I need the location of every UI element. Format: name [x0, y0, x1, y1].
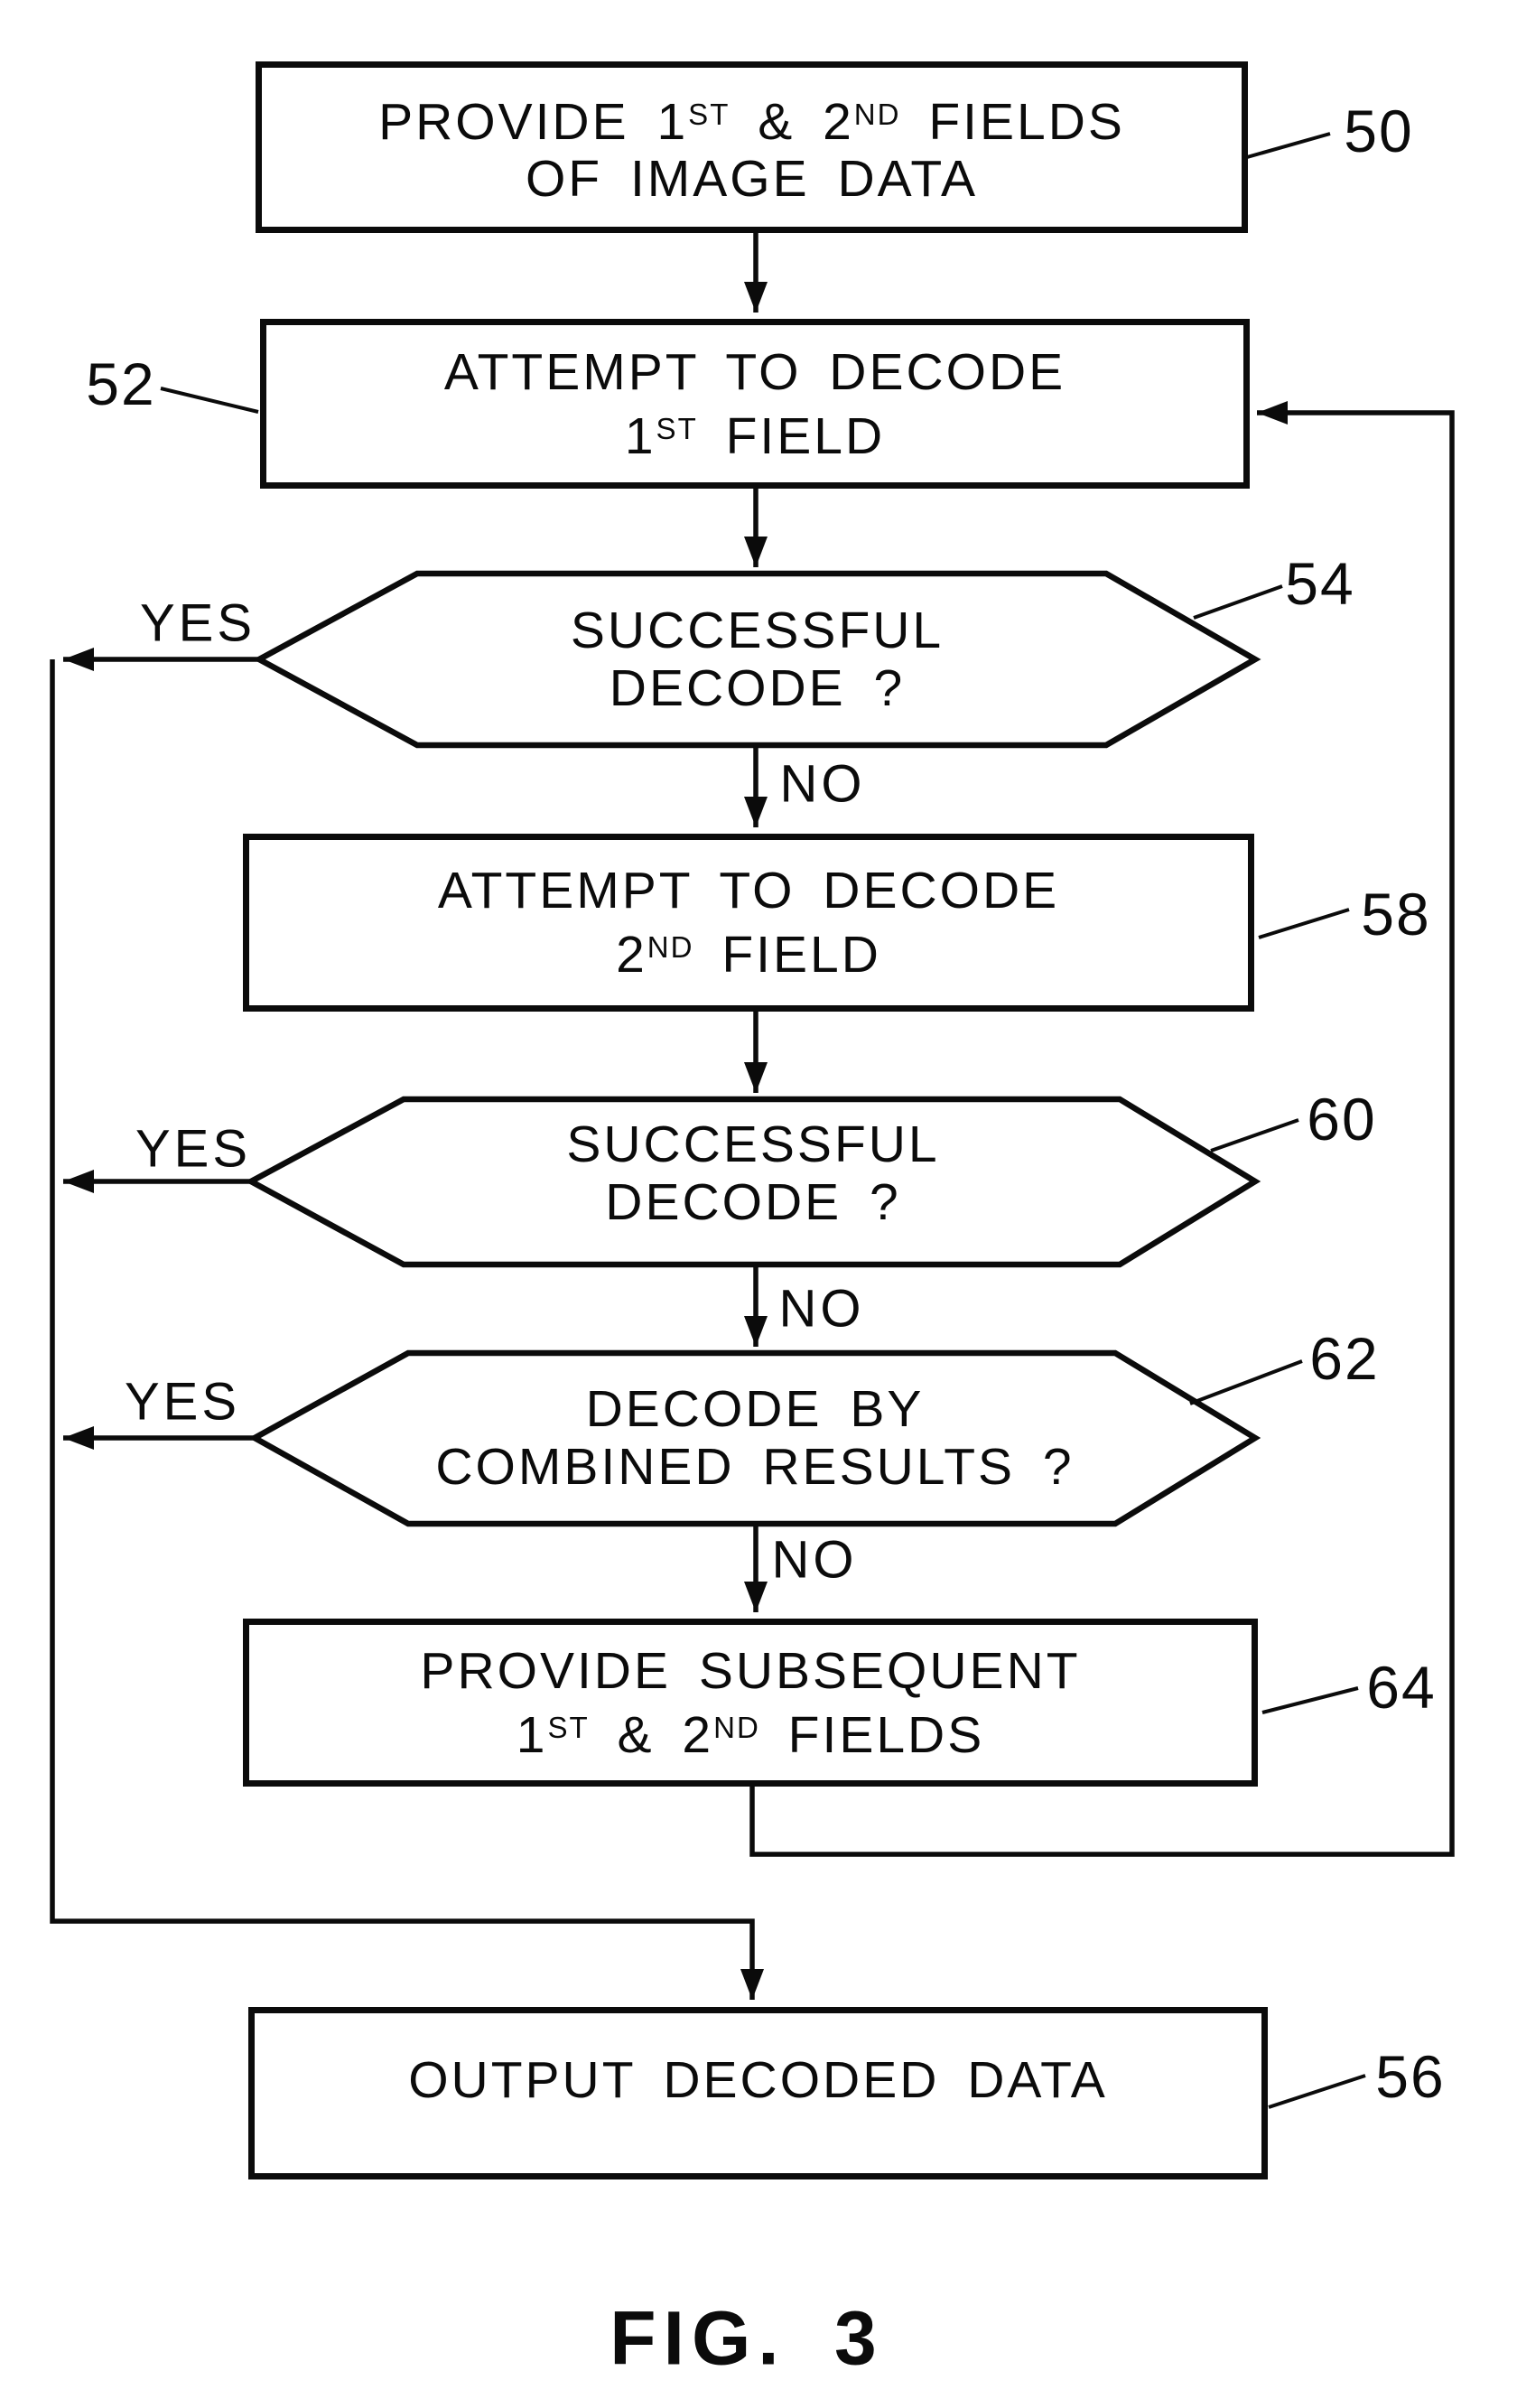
hex-successful-decode-2-text: SUCCESSFUL DECODE ?	[251, 1104, 1255, 1259]
box-attempt-decode-1st: ATTEMPT TO DECODE 1ST FIELD	[260, 319, 1250, 489]
ref-numeral-56: 56	[1375, 2043, 1446, 2110]
hex62-line1: DECODE BY	[585, 1380, 925, 1438]
box-output-decoded-data: OUTPUT DECODED DATA	[248, 2007, 1268, 2179]
box-provide-subsequent-line1: PROVIDE SUBSEQUENT	[420, 1641, 1081, 1700]
loop-box64-to-box52	[749, 401, 1455, 1857]
box-attempt-decode-2nd-line1: ATTEMPT TO DECODE	[437, 862, 1060, 920]
hexagon-successful-decode-2	[245, 1096, 1261, 1268]
box-attempt-decode-1st-line1: ATTEMPT TO DECODE	[443, 342, 1066, 401]
box-attempt-decode-2nd: ATTEMPT TO DECODE 2ND FIELD	[243, 834, 1254, 1012]
leader-ref-62	[1189, 1359, 1303, 1405]
ref-numeral-64: 64	[1366, 1654, 1437, 1721]
label-yes-hex60: YES	[135, 1119, 252, 1179]
leader-ref-50	[1233, 132, 1331, 163]
leader-ref-56	[1268, 2074, 1366, 2109]
box-provide-subsequent-fields: PROVIDE SUBSEQUENT 1ST & 2ND FIELDS	[243, 1619, 1258, 1787]
label-no-hex60: NO	[778, 1279, 865, 1339]
leader-ref-60	[1210, 1118, 1299, 1153]
hex-successful-decode-1-text: SUCCESSFUL DECODE ?	[259, 578, 1255, 741]
label-no-hex62: NO	[771, 1530, 858, 1590]
ref-numeral-50: 50	[1344, 98, 1414, 164]
hex54-line1: SUCCESSFUL	[570, 602, 945, 659]
box-output-decoded-data-line1: OUTPUT DECODED DATA	[408, 2050, 1108, 2109]
ref-numeral-52: 52	[86, 350, 156, 417]
leader-ref-52	[160, 387, 259, 414]
hexagon-decode-by-combined-results	[248, 1349, 1261, 1527]
box-provide-subsequent-line2: 1ST & 2ND FIELDS	[516, 1705, 985, 1764]
ref-numeral-54: 54	[1285, 550, 1355, 617]
figure-caption: FIG. 3	[610, 2295, 884, 2381]
hexagon-successful-decode-1	[253, 570, 1261, 749]
hex-combined-results-text: DECODE BY COMBINED RESULTS ?	[255, 1357, 1255, 1519]
box-provide-fields-line1: PROVIDE 1ST & 2ND FIELDS	[378, 92, 1125, 151]
leader-ref-54	[1193, 584, 1283, 620]
box-provide-fields: PROVIDE 1ST & 2ND FIELDS OF IMAGE DATA	[256, 61, 1248, 233]
ref-numeral-60: 60	[1307, 1086, 1377, 1153]
label-yes-hex62: YES	[124, 1372, 241, 1432]
ref-numeral-58: 58	[1361, 881, 1431, 947]
hex54-line2: DECODE ?	[609, 659, 906, 717]
yes-rail-to-box56	[50, 659, 764, 2000]
hex60-line1: SUCCESSFUL	[566, 1115, 940, 1173]
ref-numeral-62: 62	[1309, 1325, 1380, 1392]
leader-ref-64	[1261, 1686, 1359, 1714]
label-no-hex54: NO	[779, 754, 866, 814]
box-provide-fields-line2: OF IMAGE DATA	[525, 150, 979, 209]
box-attempt-decode-1st-line2: 1ST FIELD	[624, 406, 886, 465]
hex60-line2: DECODE ?	[605, 1173, 901, 1231]
hex62-line2: COMBINED RESULTS ?	[435, 1438, 1075, 1496]
leader-ref-58	[1258, 908, 1350, 939]
label-yes-hex54: YES	[139, 593, 256, 653]
box-attempt-decode-2nd-line2: 2ND FIELD	[616, 925, 881, 984]
